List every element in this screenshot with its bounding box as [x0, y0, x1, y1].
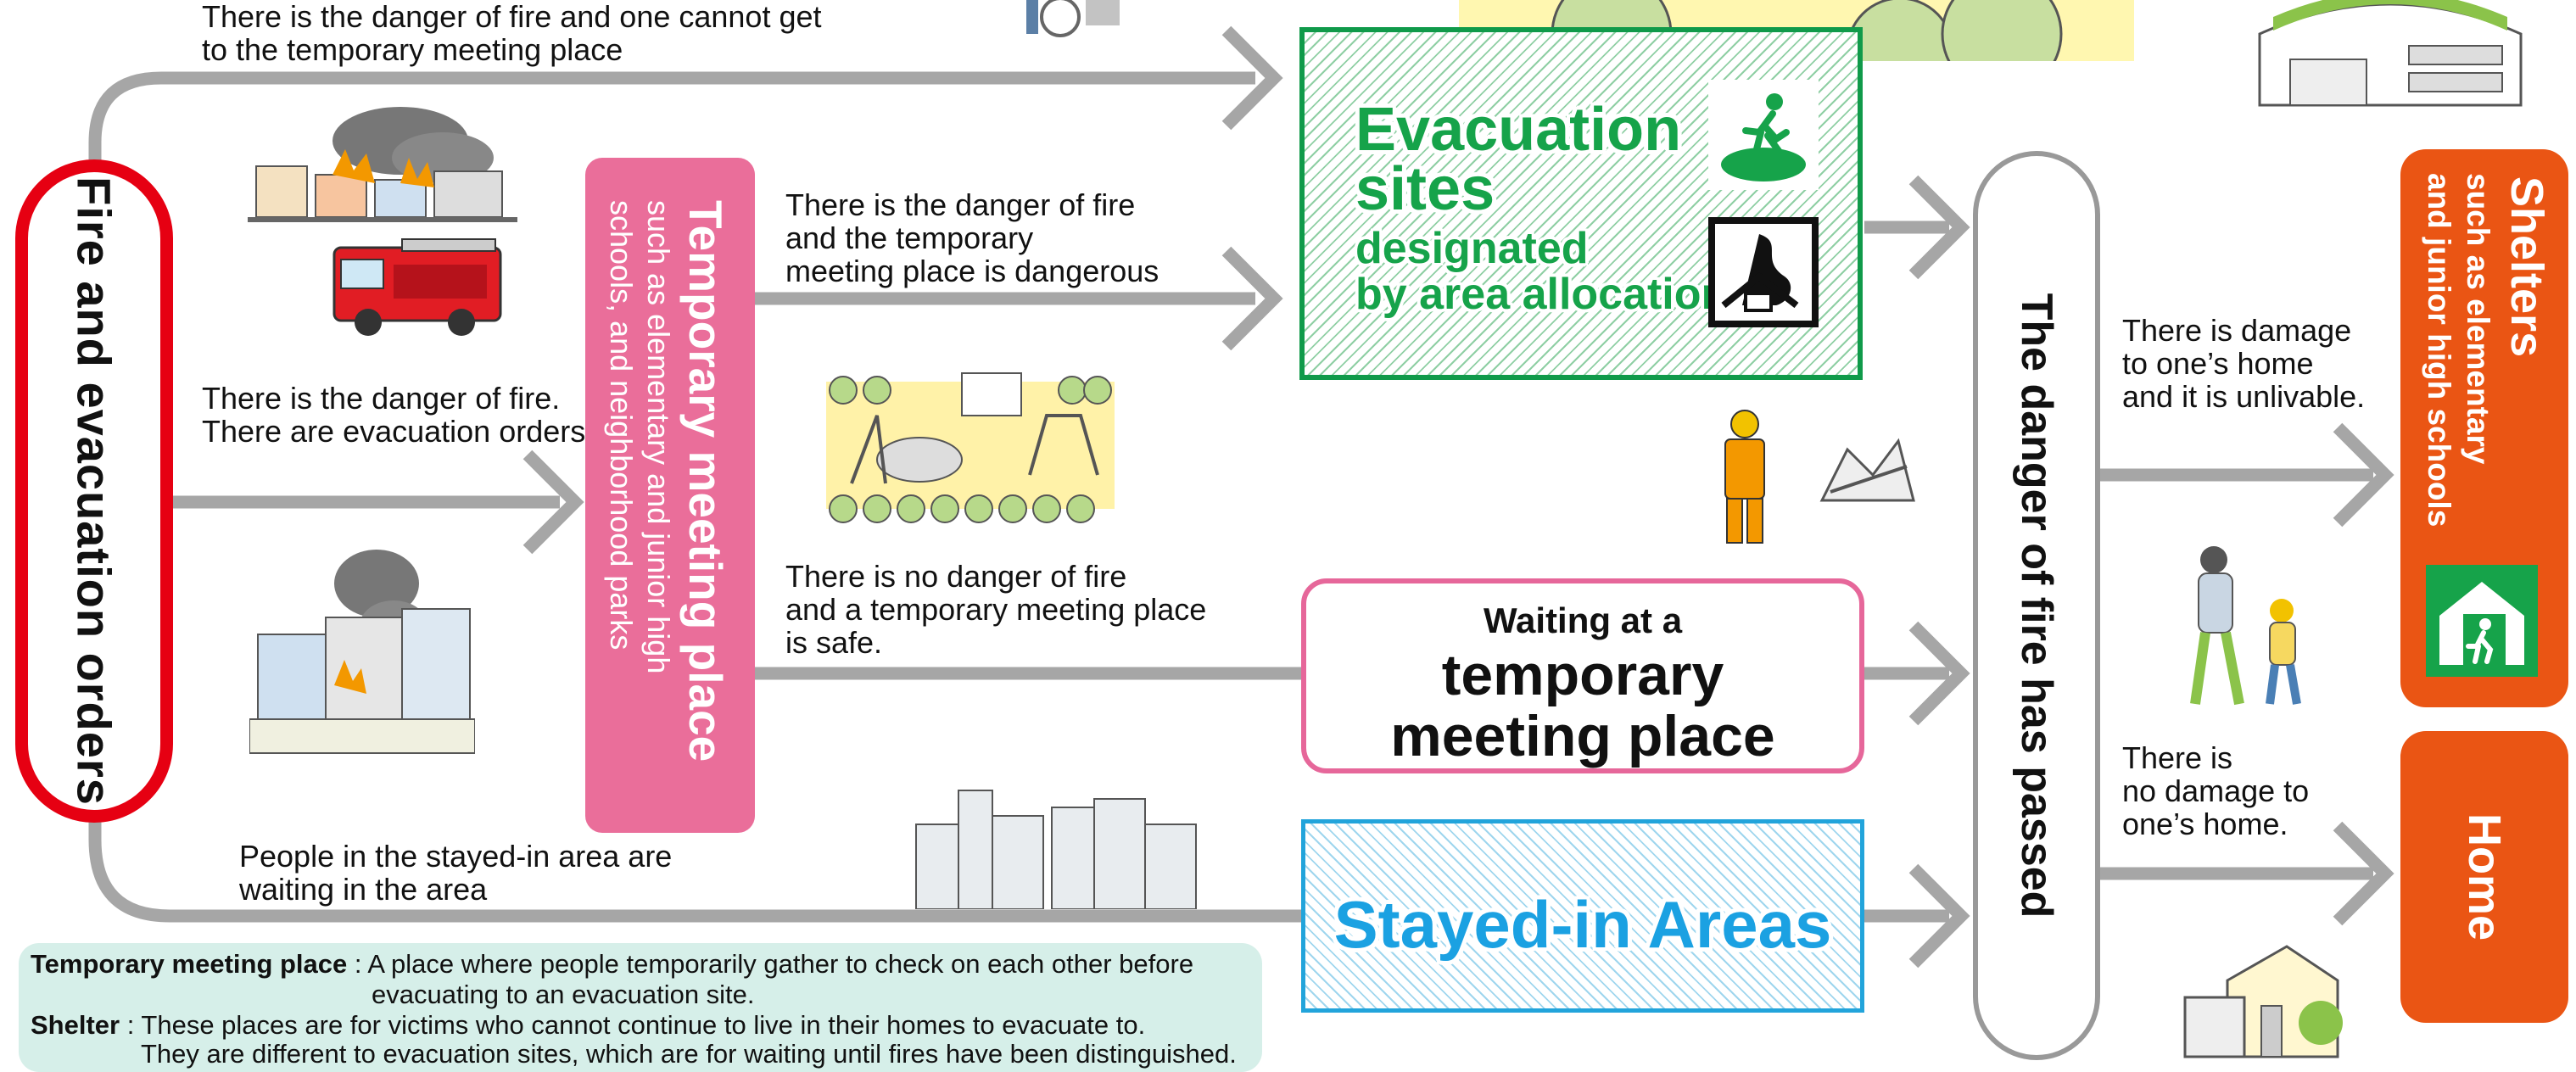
legend-term-temporary: Temporary meeting place [31, 949, 348, 979]
arrowhead-temporary [522, 449, 584, 555]
burning-building-icon [249, 550, 475, 754]
arrowhead-evacuation-mid [1221, 246, 1283, 351]
legend-row-shelter: Shelter : These places are for victims w… [31, 1011, 1145, 1040]
arrow-fire-to-stayed [88, 818, 1301, 923]
arrowhead-passed-2 [1908, 621, 1970, 726]
danger-passed-node: The danger of fire has passed [1973, 151, 2100, 1060]
legend-row-temporary: Temporary meeting place : A place where … [31, 950, 1193, 979]
condition-cannot-reach-temporary: There is the danger of fire and one cann… [202, 0, 822, 67]
arrowhead-home [2333, 821, 2394, 926]
legend-def-temporary-b: evacuating to an evacuation site. [372, 980, 755, 1009]
temporary-meeting-place-title: Temporary meeting place [679, 200, 732, 762]
condition-temporary-safe: There is no danger of fire and a tempora… [785, 559, 1207, 660]
arrowhead-passed-1 [1908, 175, 1970, 280]
condition-stayed-in-area: People in the stayed-in area are waiting… [239, 839, 673, 907]
fire-evacuation-orders-label: Fire and evacuation orders [67, 176, 121, 806]
temporary-meeting-place-node: Temporary meeting place such as elementa… [585, 158, 755, 833]
shelters-node: Shelters such as elementary and junior h… [2400, 149, 2568, 707]
legend-def-shelter-a: : These places are for victims who canno… [126, 1010, 1146, 1040]
evacuation-sites-node: Evacuation sites designated by area allo… [1299, 27, 1863, 380]
park-icon [826, 372, 1115, 523]
home-label: Home [2459, 812, 2510, 941]
shelters-title: Shelters [2501, 176, 2552, 358]
arrowhead-passed-3 [1908, 863, 1970, 969]
house-icon [2183, 945, 2343, 1058]
school-gym-icon [2258, 0, 2523, 107]
condition-home-undamaged: There is no damage to one’s home. [2122, 740, 2310, 841]
fire-truck-icon [332, 238, 502, 336]
condition-temporary-dangerous: There is the danger of fire and the temp… [785, 187, 1159, 288]
evacuation-sites-subtitle: designated by area allocation [1355, 224, 1729, 319]
waiting-at-label: Waiting at a [1483, 600, 1683, 640]
danger-passed-label: The danger of fire has passed [2012, 293, 2061, 918]
waiting-temporary-meeting-place-label: temporary meeting place [1390, 643, 1775, 768]
collapsed-house-icon [1819, 438, 1915, 502]
condition-evacuation-orders: There is the danger of fire. There are e… [202, 381, 586, 449]
shelter-sign-icon [2426, 565, 2538, 677]
arrow-fire-to-evacuation-top [88, 71, 1255, 166]
family-walking-icon [2190, 546, 2301, 706]
legend-term-shelter: Shelter [31, 1010, 120, 1040]
legend-def-shelter-b: They are different to evacuation sites, … [141, 1039, 1237, 1069]
emergency-exit-icon [1708, 80, 1819, 190]
burning-houses-icon [248, 107, 517, 222]
shelters-subtitle: such as elementary and junior high schoo… [2422, 173, 2495, 528]
evacuation-sites-title: Evacuation sites [1355, 96, 1682, 223]
arrowhead-evacuation-top [1221, 25, 1283, 131]
firefighter-icon [1724, 410, 1765, 544]
wheelchair-icon [1026, 0, 1120, 37]
temporary-meeting-place-subtitle: such as elementary and junior high schoo… [604, 200, 676, 674]
arrowhead-shelters [2333, 422, 2394, 528]
stayed-in-areas-label: Stayed-in Areas [1333, 887, 1832, 962]
fire-evacuation-icon [1708, 217, 1819, 327]
legend-def-temporary-a: : A place where people temporarily gathe… [354, 949, 1194, 979]
home-node: Home [2400, 731, 2568, 1023]
fire-evacuation-orders-node: Fire and evacuation orders [15, 159, 173, 823]
definitions-legend: Temporary meeting place : A place where … [19, 943, 1262, 1072]
condition-home-damaged: There is damage to one’s home and it is … [2122, 313, 2366, 414]
city-buildings-icon [915, 790, 1197, 909]
stayed-in-areas-node: Stayed-in Areas [1301, 819, 1864, 1013]
waiting-at-temporary-place-node: Waiting at a temporary meeting place [1301, 578, 1864, 773]
